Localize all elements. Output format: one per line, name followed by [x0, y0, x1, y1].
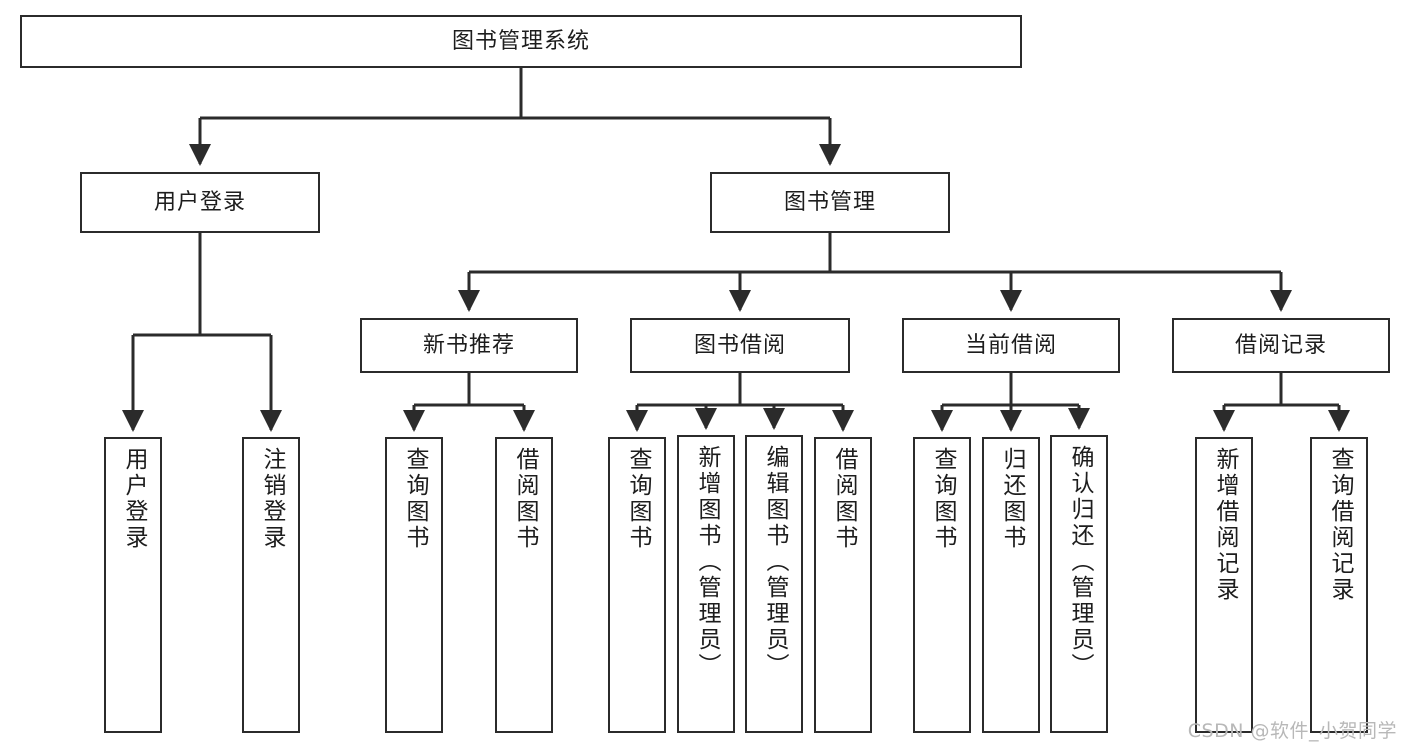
node-root[interactable]: 图书管理系统 [20, 15, 1022, 68]
node-leaf-user-logout[interactable]: 注销登录 [242, 437, 300, 733]
node-current-borrow[interactable]: 当前借阅 [902, 318, 1120, 373]
node-book-manage-label: 图书管理 [783, 189, 876, 215]
node-leaf-query-record[interactable]: 查询借阅记录 [1310, 437, 1368, 733]
node-current-borrow-label: 当前借阅 [964, 332, 1057, 358]
node-leaf-edit-book[interactable]: 编辑图书（管理员） [745, 435, 803, 733]
node-leaf-confirm-return[interactable]: 确认归还（管理员） [1050, 435, 1108, 733]
node-leaf-query-book-3[interactable]: 查询图书 [913, 437, 971, 733]
node-new-book-recommend[interactable]: 新书推荐 [360, 318, 578, 373]
node-leaf-return-book[interactable]: 归还图书 [982, 437, 1040, 733]
node-leaf-confirm-return-label: 确认归还（管理员） [1066, 445, 1093, 679]
csdn-watermark: CSDN @软件_小贺同学 [1187, 720, 1397, 742]
node-leaf-add-record[interactable]: 新增借阅记录 [1195, 437, 1253, 733]
node-leaf-add-book-label: 新增图书（管理员） [693, 445, 720, 679]
node-leaf-return-book-label: 归还图书 [998, 447, 1025, 551]
node-borrow-record[interactable]: 借阅记录 [1172, 318, 1390, 373]
node-leaf-query-book-2[interactable]: 查询图书 [608, 437, 666, 733]
node-leaf-add-book[interactable]: 新增图书（管理员） [677, 435, 735, 733]
node-book-borrow[interactable]: 图书借阅 [630, 318, 850, 373]
node-leaf-query-book-1-label: 查询图书 [401, 447, 428, 551]
node-user-login-label: 用户登录 [153, 189, 246, 215]
node-leaf-query-book-3-label: 查询图书 [929, 447, 956, 551]
node-book-borrow-label: 图书借阅 [693, 332, 786, 358]
node-leaf-query-record-label: 查询借阅记录 [1326, 447, 1353, 603]
node-leaf-query-book-2-label: 查询图书 [624, 447, 651, 551]
node-user-login[interactable]: 用户登录 [80, 172, 320, 233]
node-leaf-borrow-book-1-label: 借阅图书 [511, 447, 538, 551]
node-book-manage[interactable]: 图书管理 [710, 172, 950, 233]
node-leaf-borrow-book-1[interactable]: 借阅图书 [495, 437, 553, 733]
node-leaf-query-book-1[interactable]: 查询图书 [385, 437, 443, 733]
node-leaf-user-logout-label: 注销登录 [258, 447, 285, 551]
node-leaf-add-record-label: 新增借阅记录 [1211, 447, 1238, 603]
node-leaf-borrow-book-2-label: 借阅图书 [830, 447, 857, 551]
node-leaf-borrow-book-2[interactable]: 借阅图书 [814, 437, 872, 733]
node-leaf-user-login[interactable]: 用户登录 [104, 437, 162, 733]
node-leaf-edit-book-label: 编辑图书（管理员） [761, 445, 788, 679]
node-root-label: 图书管理系统 [451, 28, 590, 54]
node-borrow-record-label: 借阅记录 [1234, 332, 1327, 358]
node-leaf-user-login-label: 用户登录 [120, 447, 147, 551]
node-new-book-recommend-label: 新书推荐 [422, 332, 515, 358]
